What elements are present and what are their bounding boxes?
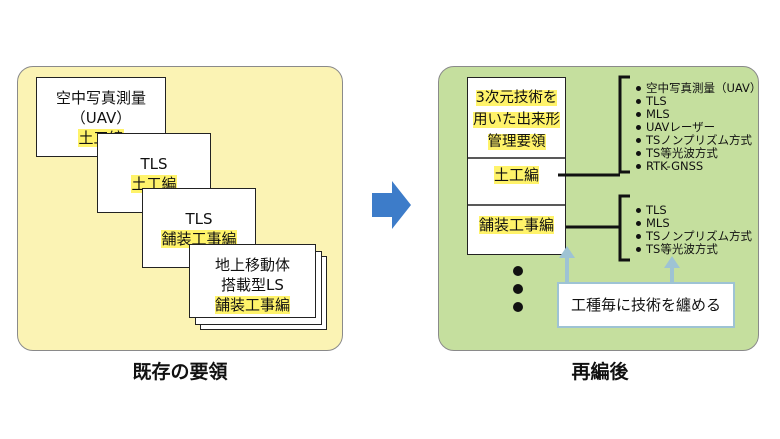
reorganized-caption: 再編後 [571, 361, 629, 383]
list-item: TS等光波方式 [636, 243, 752, 256]
doc-mobile-ls-section: 舗装工事編 [214, 296, 290, 314]
existing-guidelines-caption: 既存の要領 [132, 361, 228, 383]
grouping-note-box: 工種毎に技術を纏める [557, 282, 735, 328]
list-item: TSノンプリズム方式 [636, 230, 752, 243]
list-item: MLS [636, 108, 761, 121]
section-paving: 舗装工事編 [467, 214, 566, 236]
list-item: TLS [636, 95, 761, 108]
list-item: TS等光波方式 [636, 147, 761, 160]
doc-tls-paving-section: 舗装工事編 [161, 230, 237, 248]
paving-bracket [618, 194, 630, 262]
section-paving-label: 舗装工事編 [478, 216, 554, 234]
transition-arrow [372, 181, 411, 229]
title-line-3: 管理要領 [487, 134, 546, 150]
continuation-dot [513, 284, 523, 294]
doc-mobile-ls-line-1: 地上移動体 [214, 256, 290, 274]
list-item: TSノンプリズム方式 [636, 134, 761, 147]
doc-mobile-ls-line-2: 搭載型LS [221, 276, 284, 294]
doc-tls-earthwork-line-1: TLS [140, 155, 168, 173]
grouping-arrow-left-head [559, 246, 575, 258]
section-earthwork: 土工編 [467, 164, 566, 186]
title-line-1: 3次元技術を [475, 90, 558, 106]
grouping-arrow-right-head [664, 256, 680, 268]
doc-uav-line-2: （UAV） [70, 109, 132, 127]
title-line-2: 用いた出来形 [473, 112, 560, 128]
continuation-dot [513, 266, 523, 276]
earthwork-methods-list: 空中写真測量（UAV） TLS MLS UAVレーザー TSノンプリズム方式 T… [636, 82, 761, 173]
section-earthwork-label: 土工編 [493, 166, 539, 184]
list-item: RTK-GNSS [636, 160, 761, 173]
list-item: TLS [636, 204, 752, 217]
list-item: UAVレーザー [636, 121, 761, 134]
unified-guideline-title: 3次元技術を 用いた出来形 管理要領 [467, 87, 566, 153]
earthwork-bracket [618, 75, 630, 174]
list-item: 空中写真測量（UAV） [636, 82, 761, 95]
doc-tls-paving-line-1: TLS [185, 210, 213, 228]
paving-methods-list: TLS MLS TSノンプリズム方式 TS等光波方式 [636, 204, 752, 256]
continuation-dot [513, 302, 523, 312]
doc-uav-line-1: 空中写真測量 [55, 89, 146, 107]
doc-mobile-ls-paving: 地上移動体 搭載型LS 舗装工事編 [189, 244, 316, 318]
list-item: MLS [636, 217, 752, 230]
